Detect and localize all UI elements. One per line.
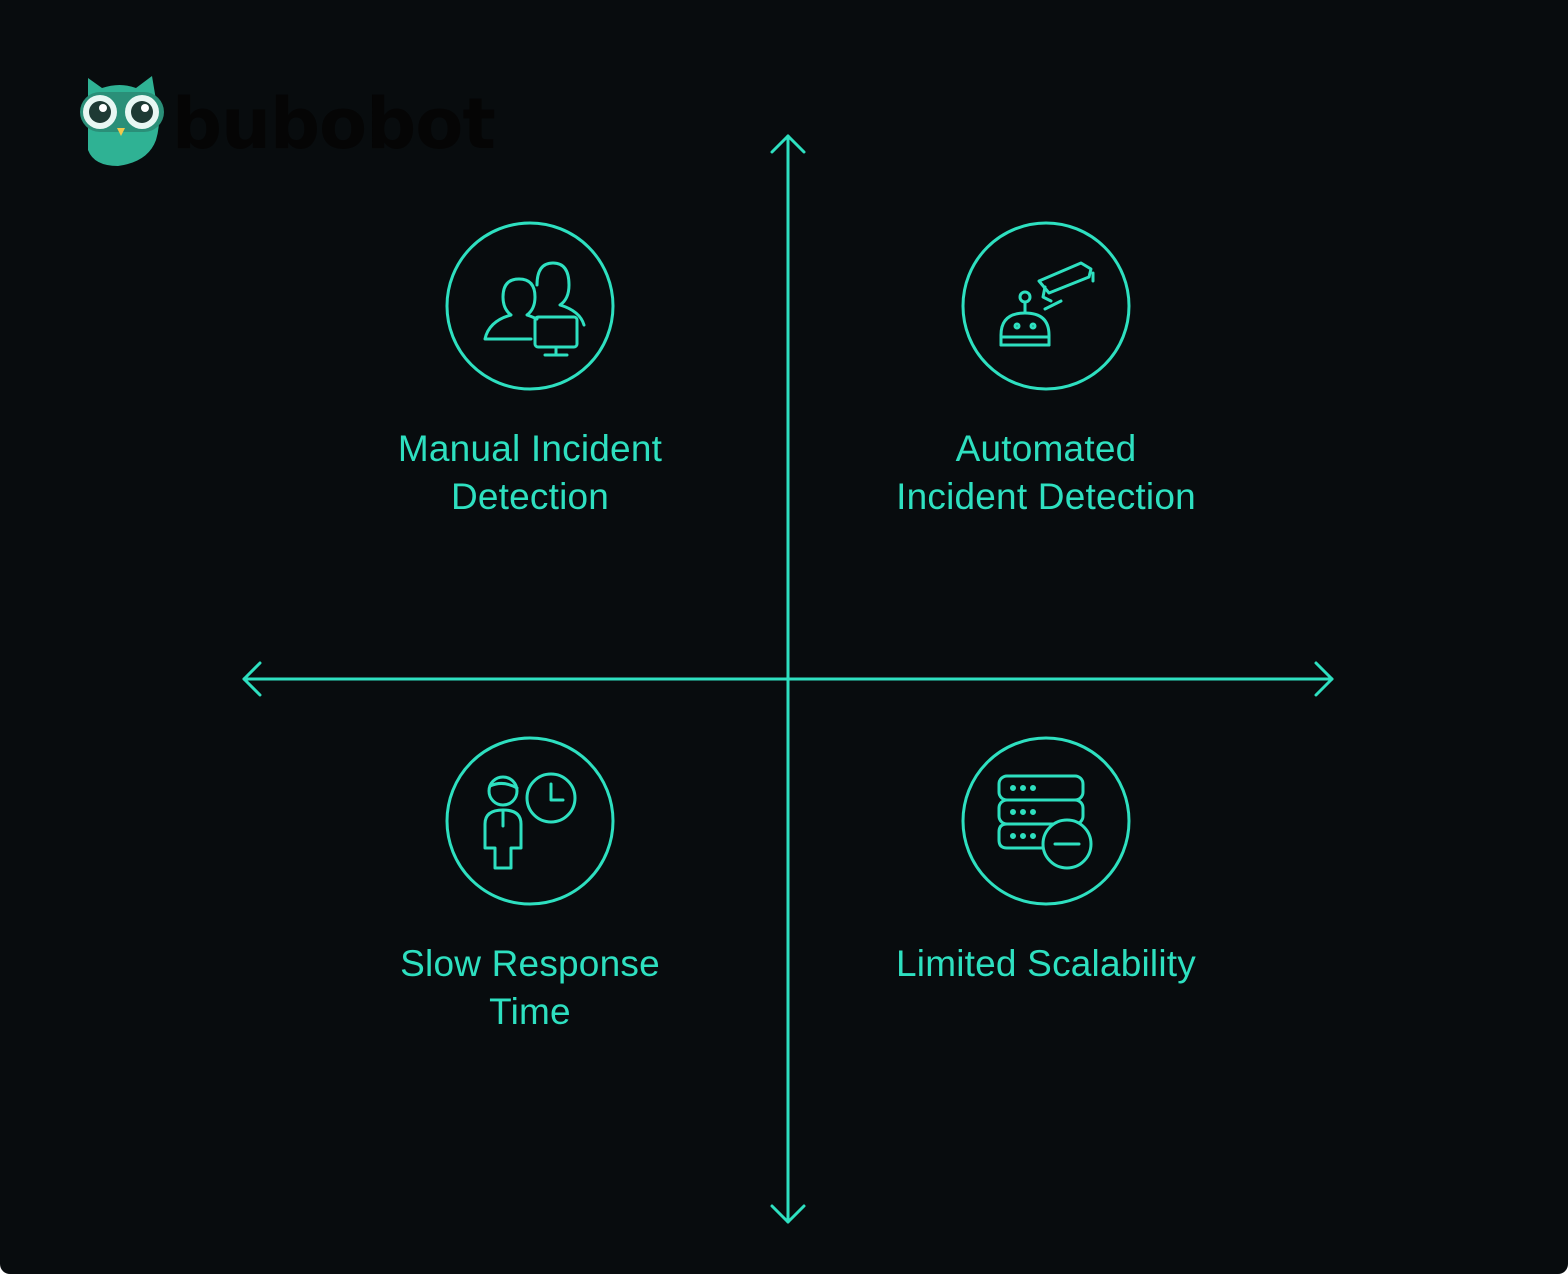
robot-camera-icon xyxy=(961,221,1131,391)
quadrant-slow-response-time: Slow Response Time xyxy=(350,736,710,1036)
up-arrow-icon xyxy=(770,134,806,154)
quadrant-manual-incident-detection: Manual Incident Detection xyxy=(350,221,710,521)
person-clock-icon xyxy=(445,736,615,906)
people-monitor-icon xyxy=(445,221,615,391)
quadrant-limited-scalability: Limited Scalability xyxy=(866,736,1226,988)
owl-logo-icon: bubobot xyxy=(80,76,496,166)
quadrant-label: Automated Incident Detection xyxy=(896,428,1196,517)
down-arrow-icon xyxy=(770,1204,806,1224)
right-arrow-icon xyxy=(1314,661,1334,697)
left-arrow-icon xyxy=(242,661,262,697)
bubobot-logo: bubobot xyxy=(78,70,498,170)
quadrant-automated-incident-detection: Automated Incident Detection xyxy=(866,221,1226,521)
quadrant-label: Slow Response Time xyxy=(400,943,660,1032)
quadrant-label: Manual Incident Detection xyxy=(397,428,663,517)
svg-text:bubobot: bubobot xyxy=(172,83,495,165)
server-minus-icon xyxy=(961,736,1131,906)
quadrant-label: Limited Scalability xyxy=(896,943,1196,984)
